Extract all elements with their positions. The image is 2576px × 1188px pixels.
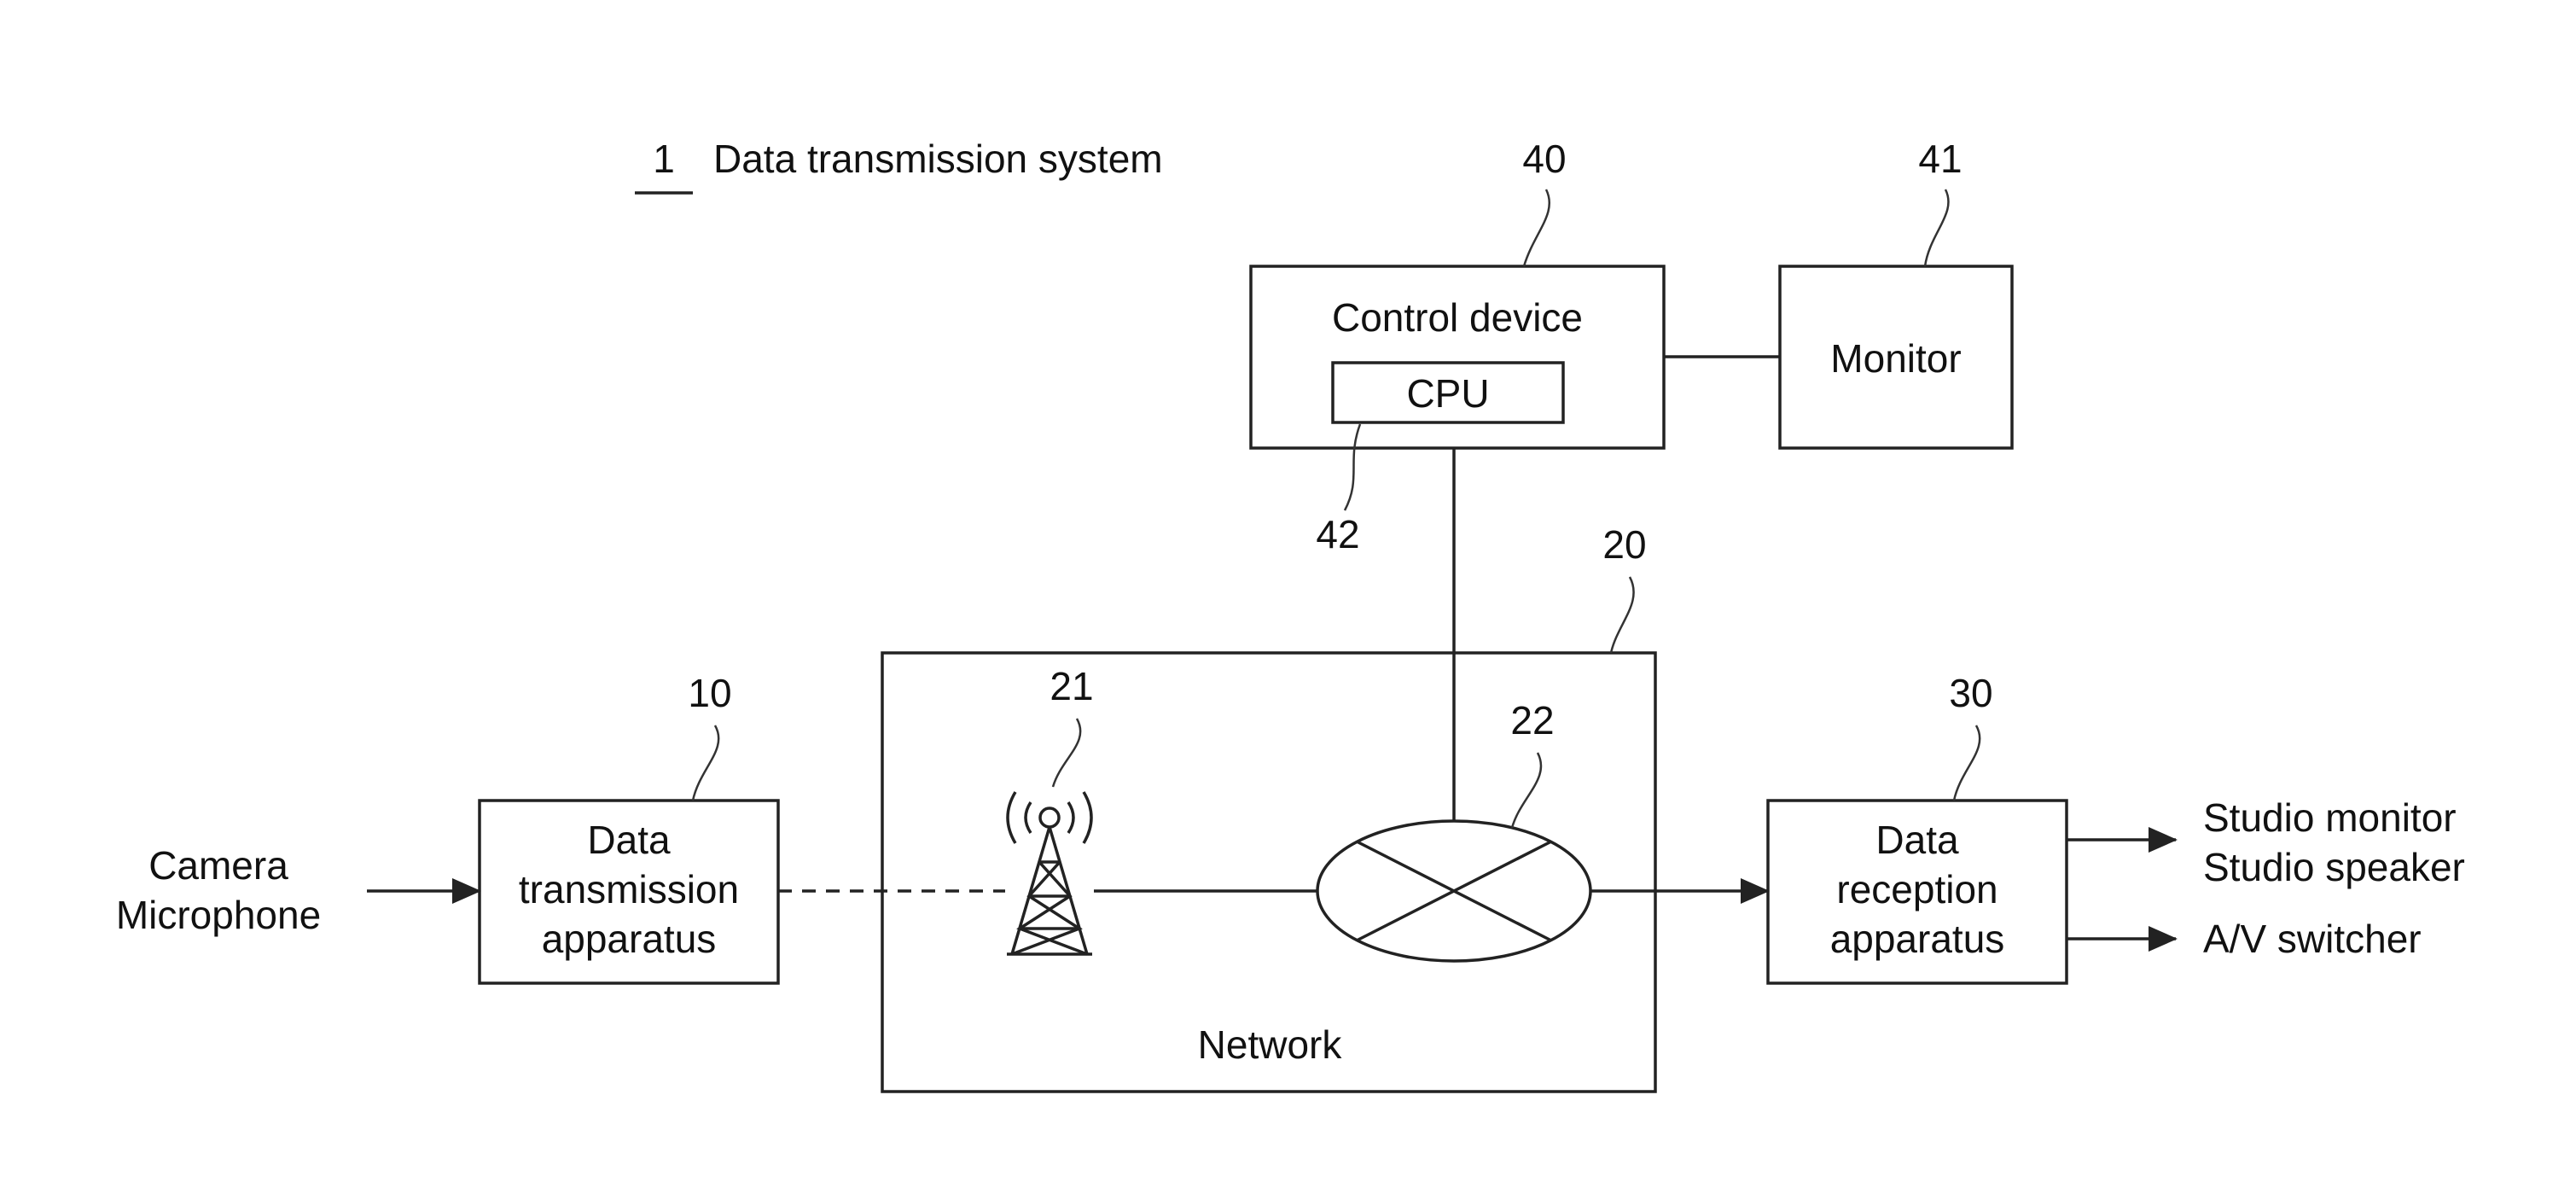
- transmitter-label-line-2: transmission: [519, 867, 739, 911]
- radio-waves-icon: [1008, 792, 1091, 843]
- receiver-ref: 30: [1949, 671, 1992, 715]
- cpu-leader: [1345, 424, 1360, 510]
- transmitter-leader: [693, 725, 718, 801]
- receiver-label-line-2: reception: [1836, 867, 1997, 911]
- output-destinations: Studio monitor Studio speaker A/V switch…: [2067, 795, 2465, 961]
- monitor-label: Monitor: [1830, 336, 1961, 381]
- network-ref: 20: [1602, 522, 1646, 567]
- router-leader: [1512, 753, 1541, 828]
- control-device-leader: [1524, 189, 1550, 266]
- network-leader: [1611, 577, 1634, 653]
- antenna: 21: [1007, 664, 1094, 954]
- output-studio-monitor: Studio monitor: [2203, 795, 2457, 840]
- cpu-label: CPU: [1406, 371, 1489, 416]
- receiver-label-line-3: apparatus: [1830, 917, 2005, 961]
- data-reception-apparatus: Data reception apparatus 30: [1768, 671, 2067, 983]
- antenna-leader: [1053, 719, 1080, 787]
- input-camera: Camera: [148, 843, 288, 888]
- data-transmission-apparatus: Data transmission apparatus 10: [480, 671, 778, 983]
- receiver-leader: [1954, 725, 1980, 801]
- system-title: 1 Data transmission system: [635, 137, 1163, 193]
- system-ref-number: 1: [653, 137, 675, 181]
- transmitter-ref: 10: [688, 671, 731, 715]
- output-studio-speaker: Studio speaker: [2203, 845, 2465, 889]
- monitor: Monitor 41: [1780, 137, 2012, 448]
- output-av-switcher: A/V switcher: [2203, 917, 2422, 961]
- monitor-leader: [1925, 189, 1949, 266]
- control-device-ref: 40: [1522, 137, 1566, 181]
- control-device-label: Control device: [1332, 295, 1583, 340]
- system-title-text: Data transmission system: [713, 137, 1163, 181]
- transmitter-label-line-3: apparatus: [542, 917, 717, 961]
- cpu-ref: 42: [1316, 512, 1359, 556]
- network-label: Network: [1198, 1022, 1343, 1067]
- router-ref: 22: [1510, 698, 1554, 742]
- antenna-tower-icon: [1007, 808, 1092, 954]
- input-sources: Camera Microphone: [116, 843, 480, 937]
- receiver-label-line-1: Data: [1875, 818, 1959, 862]
- cpu: CPU 42: [1316, 363, 1563, 556]
- control-device-box: [1251, 266, 1664, 448]
- monitor-ref: 41: [1918, 137, 1962, 181]
- network: Network 20: [882, 522, 1655, 1092]
- transmitter-label-line-1: Data: [587, 818, 671, 862]
- antenna-ref: 21: [1050, 664, 1093, 708]
- input-microphone: Microphone: [116, 893, 321, 937]
